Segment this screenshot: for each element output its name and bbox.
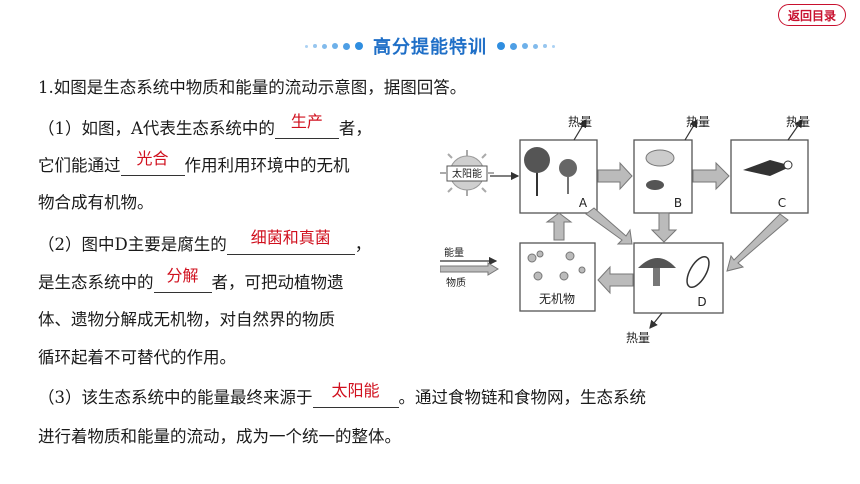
part3-line2: 进行着物质和能量的流动，成为一个统一的整体。 — [38, 427, 401, 446]
answer-3: 细菌和真菌 — [250, 228, 331, 247]
part2-line1: （2）图中D主要是腐生的细菌和真菌， — [38, 228, 372, 255]
part1-line3: 物合成有机物。 — [38, 193, 154, 212]
flower-icon — [559, 159, 577, 194]
bacteria-icon — [686, 255, 710, 289]
svg-text:D: D — [697, 295, 706, 309]
question-intro: 1.如图是生态系统中物质和能量的流动示意图，据图回答。 — [38, 78, 467, 97]
tree-icon — [524, 147, 550, 196]
svg-text:A: A — [579, 196, 588, 210]
answer-blank-3: 细菌和真菌 — [226, 228, 355, 255]
back-to-contents-button[interactable]: 返回目录 — [778, 4, 846, 26]
answer-2: 光合 — [136, 149, 169, 168]
answer-blank-1: 生产 — [274, 112, 339, 139]
guinea-pig-icon — [645, 149, 675, 167]
molecule-icon — [527, 250, 586, 281]
part2-line2: 是生态系统中的分解者，可把动植物遗 — [38, 266, 344, 293]
header-dots-right — [497, 42, 555, 50]
svg-text:物质: 物质 — [446, 276, 466, 289]
svg-text:B: B — [674, 196, 682, 210]
inorganic-box: 无机物 — [519, 242, 596, 312]
box-c-top-consumer: C — [730, 139, 809, 214]
header-dots-left — [305, 42, 363, 50]
box-a-producers: A — [519, 139, 598, 214]
section-title: 高分提能特训 — [373, 37, 487, 58]
sun-label: 太阳能 — [452, 167, 482, 180]
answer-1: 生产 — [290, 112, 323, 131]
svg-text:无机物: 无机物 — [539, 292, 575, 306]
legend: 能量 物质 — [440, 246, 499, 289]
heat-labels: 热量 热量 热量 热量 — [568, 115, 810, 345]
svg-text:能量: 能量 — [444, 246, 464, 259]
svg-text:热量: 热量 — [786, 115, 810, 129]
part2-line4: 循环起着不可替代的作用。 — [38, 348, 236, 367]
mushroom-icon — [638, 258, 676, 286]
eagle-icon — [743, 160, 793, 176]
part3-line1: （3）该生态系统中的能量最终来源于太阳能。通过食物链和食物网，生态系统 — [38, 381, 646, 408]
section-header: 高分提能特训 — [0, 30, 860, 62]
box-b-consumers: B — [633, 139, 693, 214]
answer-4: 分解 — [166, 266, 199, 285]
part1-line1: （1）如图，A代表生态系统中的生产者， — [38, 112, 372, 139]
box-d-decomposers: D — [633, 242, 724, 314]
part1-line2: 它们能通过光合作用利用环境中的无机 — [38, 149, 350, 176]
answer-5: 太阳能 — [331, 381, 380, 400]
ecosystem-flow-diagram: 太阳能 A B C — [440, 115, 810, 345]
answer-blank-4: 分解 — [153, 266, 212, 293]
svg-text:热量: 热量 — [568, 115, 592, 129]
svg-text:C: C — [778, 196, 786, 210]
svg-text:热量: 热量 — [686, 115, 710, 129]
answer-blank-2: 光合 — [120, 149, 185, 176]
part2-line3: 体、遗物分解成无机物，对自然界的物质 — [38, 310, 335, 329]
sun-icon: 太阳能 — [440, 150, 494, 196]
mouse-icon — [646, 180, 664, 190]
svg-text:热量: 热量 — [626, 331, 650, 345]
answer-blank-5: 太阳能 — [312, 381, 399, 408]
